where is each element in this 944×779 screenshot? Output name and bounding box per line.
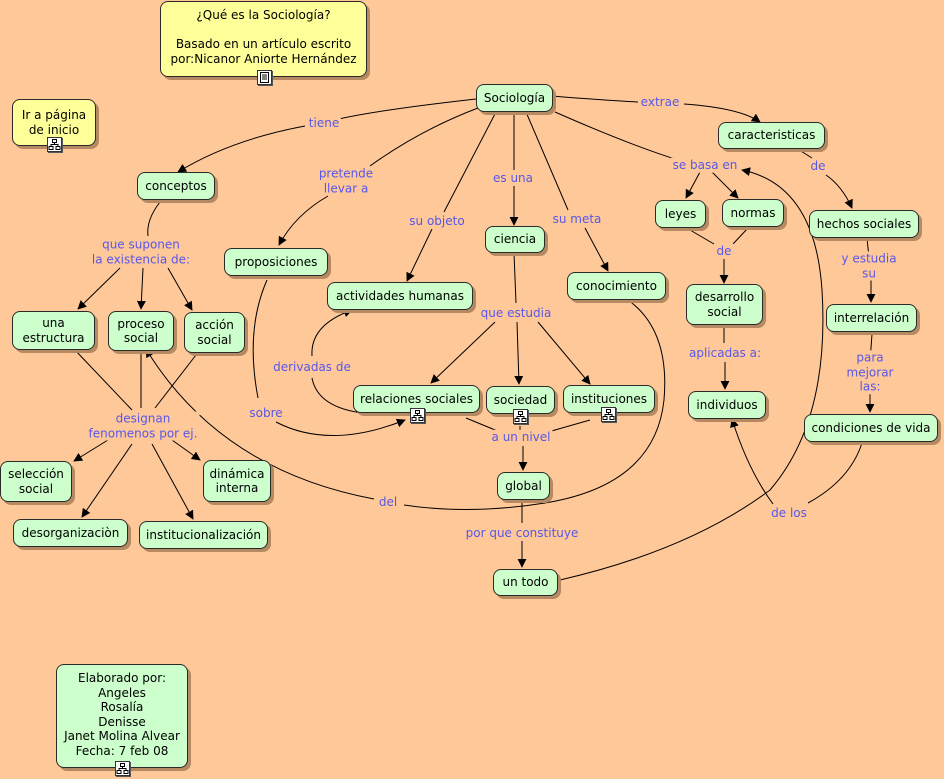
link-label-su-objeto: su objeto: [407, 213, 467, 229]
link-line: [465, 417, 501, 433]
link-line: [403, 299, 666, 511]
link-label-de-caracteristicas: de: [808, 158, 828, 174]
link-label-su-meta: su meta: [550, 211, 604, 227]
node-normas: normas: [722, 199, 784, 227]
link-label-por-que-constituye: por que constituye: [463, 525, 581, 541]
link-line: [369, 107, 479, 167]
link-line: [406, 228, 433, 282]
link-line: [311, 308, 353, 357]
node-condiciones-de-vida: condiciones de vida: [804, 414, 938, 442]
link-label-de-leyes-normas: de: [714, 243, 734, 259]
link-line: [513, 252, 517, 304]
link-line: [151, 443, 194, 520]
node-interrelacion: interrelación: [826, 304, 917, 332]
link-line: [732, 227, 749, 245]
link-line: [177, 125, 306, 173]
node-conceptos: conceptos: [137, 172, 215, 200]
link-label-aplicadas-a: aplicadas a:: [686, 345, 764, 361]
link-label-del: del: [376, 494, 400, 510]
link-line: [551, 95, 639, 103]
node-sociologia: Sociología: [476, 84, 553, 112]
link-line: [430, 321, 496, 384]
node-sociedad: sociedad: [486, 386, 555, 414]
link-line: [554, 111, 679, 161]
title-note: ¿Qué es la Sociología? Basado en un artí…: [160, 1, 367, 77]
link-label-derivadas-de: derivadas de: [271, 359, 353, 375]
concept-map-link-icon[interactable]: [601, 407, 616, 422]
node-individuos: individuos: [688, 391, 766, 419]
node-desorganizacion: desorganizaciòn: [13, 519, 128, 547]
node-ciencia: ciencia: [485, 226, 545, 253]
link-label-pretende-llevar-a: pretende llevar a: [316, 166, 376, 196]
link-line: [683, 103, 761, 123]
link-line: [73, 439, 109, 462]
concept-map-link-icon[interactable]: [410, 408, 425, 423]
link-label-y-estudia-su: y estudia su: [831, 251, 907, 281]
link-line: [825, 174, 853, 209]
document-icon[interactable]: [257, 70, 272, 85]
link-line: [81, 443, 133, 518]
link-line: [77, 267, 121, 310]
node-desarrollo-social: desarrollo social: [686, 284, 763, 325]
node-hechos-sociales: hechos sociales: [809, 210, 919, 238]
link-line: [525, 111, 569, 211]
link-label-es-una: es una: [490, 170, 536, 186]
node-accion-social: acción social: [184, 312, 245, 353]
link-line: [537, 321, 591, 385]
node-un-todo: un todo: [493, 569, 558, 596]
link-line: [171, 439, 201, 461]
link-line: [795, 147, 813, 159]
link-line: [145, 348, 375, 500]
link-line: [252, 279, 268, 399]
concept-map-link-icon[interactable]: [47, 137, 62, 152]
credits-note: Elaborado por: Angeles Rosalía Denisse J…: [56, 664, 188, 768]
link-line: [730, 418, 774, 505]
link-label-que-estudia: que estudia: [478, 305, 554, 321]
node-una-estructura: una estructura: [12, 311, 95, 350]
link-line: [278, 195, 329, 246]
link-line: [73, 348, 133, 411]
node-institucionalizacion: institucionalización: [139, 521, 268, 549]
home-link-node[interactable]: Ir a página de inicio: [12, 99, 96, 146]
node-relaciones-sociales: relaciones sociales: [353, 385, 480, 413]
link-label-se-basa-en: se basa en: [670, 157, 740, 173]
link-line: [685, 171, 701, 199]
link-label-tiene: tiene: [306, 115, 342, 131]
node-dinamica-interna: dinámica interna: [203, 460, 271, 502]
link-line: [443, 111, 497, 213]
node-leyes: leyes: [655, 200, 706, 228]
link-line: [154, 354, 197, 409]
node-actividades-humanas: actividades humanas: [327, 282, 473, 310]
link-line: [136, 267, 146, 310]
link-line: [689, 229, 715, 245]
node-conocimiento: conocimiento: [567, 272, 666, 300]
link-line: [807, 442, 863, 504]
link-label-extrae: extrae: [638, 94, 682, 110]
node-global: global: [497, 472, 550, 500]
link-line: [584, 227, 609, 272]
node-proceso-social: proceso social: [108, 311, 174, 351]
link-line: [547, 419, 591, 433]
link-label-a-un-nivel: a un nivel: [489, 429, 553, 445]
concept-map-link-icon[interactable]: [115, 761, 130, 776]
link-line: [711, 171, 739, 199]
node-proposiciones: proposiciones: [224, 248, 328, 276]
link-label-de-los: de los: [769, 505, 809, 521]
link-label-para-mejorar-las: para mejorar las:: [833, 350, 907, 394]
link-label-sobre: sobre: [247, 405, 285, 421]
link-line: [514, 321, 524, 385]
node-seleccion-social: selección social: [0, 461, 72, 502]
node-caracteristicas: caracteristicas: [718, 122, 825, 149]
link-line: [147, 201, 161, 237]
link-line: [322, 98, 477, 124]
link-label-que-suponen: que suponen la existencia de:: [89, 237, 193, 267]
link-label-designan: designan fenomenos por ej.: [86, 411, 200, 441]
link-line: [275, 418, 406, 436]
concept-map-link-icon[interactable]: [513, 409, 528, 424]
link-line: [167, 267, 193, 311]
